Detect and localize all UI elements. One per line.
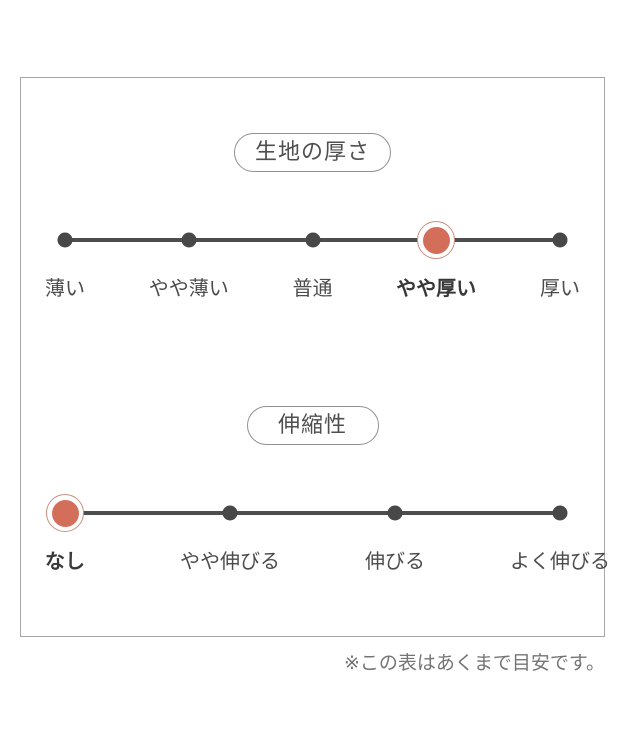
selected-marker-icon xyxy=(417,221,456,259)
selected-marker-fill xyxy=(51,499,79,527)
scale-dot-icon xyxy=(552,232,568,248)
scale-label: よく伸びる xyxy=(510,549,610,573)
scale-label-selected: なし xyxy=(45,549,85,573)
thickness-title: 生地の厚さ xyxy=(254,140,370,165)
thickness-labels-row: 薄い やや薄い 普通 やや厚い 厚い xyxy=(45,274,580,304)
scale-label: やや伸びる xyxy=(180,549,280,573)
scale-dot-icon xyxy=(552,505,568,521)
stretch-track-area xyxy=(46,493,568,533)
thickness-track-area xyxy=(57,220,568,260)
stretch-track-line xyxy=(65,511,560,515)
scale-dot-icon xyxy=(222,505,238,521)
scale-label: やや薄い xyxy=(148,276,229,300)
scale-label: 厚い xyxy=(540,276,580,300)
scale-dot-icon xyxy=(57,232,73,248)
thickness-scale-section: 生地の厚さ 薄い やや薄い 普通 やや厚い 厚い xyxy=(21,133,604,304)
scale-dot-icon xyxy=(305,232,320,248)
scale-label: 薄い xyxy=(45,276,85,300)
thickness-title-row: 生地の厚さ xyxy=(21,133,604,172)
thickness-title-pill: 生地の厚さ xyxy=(233,133,391,172)
disclaimer-note: ※この表はあくまで目安です。 xyxy=(343,652,605,674)
chart-box: 生地の厚さ 薄い やや薄い 普通 やや厚い 厚い 伸縮性 なし やや伸びる 伸びる よく伸びる xyxy=(20,77,610,637)
scale-dot-icon xyxy=(181,232,197,248)
stretch-scale-section: 伸縮性 なし やや伸びる 伸びる よく伸びる xyxy=(21,406,610,577)
scale-label-selected: やや厚い xyxy=(396,276,477,300)
scale-label: 普通 xyxy=(292,276,333,300)
stretch-title-pill: 伸縮性 xyxy=(246,406,379,445)
selected-marker-icon xyxy=(46,494,84,532)
stretch-labels-row: なし やや伸びる 伸びる よく伸びる xyxy=(45,547,610,577)
scale-label: 伸びる xyxy=(365,549,425,573)
stretch-title-row: 伸縮性 xyxy=(21,406,604,445)
stretch-title: 伸縮性 xyxy=(277,413,347,438)
scale-dot-icon xyxy=(387,505,403,521)
selected-marker-fill xyxy=(422,226,450,254)
